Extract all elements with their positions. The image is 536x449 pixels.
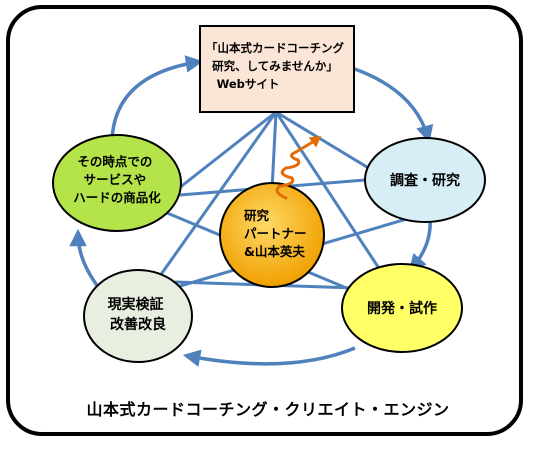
spoke-website-center [270,111,278,191]
center-line-3: &山本英夫 [244,244,305,259]
arrow-development-to-verification [182,346,356,367]
arrow-productization-to-website [110,55,204,141]
arrow-research-to-development [408,217,432,272]
verification-line-2: 改善改良 [110,316,166,333]
verification-line-1: 現実検証 [108,296,164,313]
research-ellipse [364,137,486,223]
research-label: 調査・研究 [390,172,460,189]
development-ellipse [341,263,463,353]
productization-line-2: サービスや [84,172,147,187]
arrow-verification-to-productization [69,228,104,294]
node-verification[interactable]: 現実検証 改善改良 [83,269,193,363]
svg-text:「山本式カードコーチング 研究、してみませんか」: 「山本式カードコーチング 研究、してみませんか」 Webサイト [206,41,348,91]
diagram-caption: 山本式カードコーチング・クリエイト・エンジン [86,400,450,419]
node-website[interactable]: 「山本式カードコーチング 研究、してみませんか」 Webサイト [199,25,355,113]
node-development[interactable]: 開発・試作 [341,263,463,353]
productization-line-1: その時点での [77,154,152,169]
productization-line-3: ハードの商品化 [73,190,161,205]
productization-ellipse [52,134,182,232]
website-line-3: Webサイト [217,77,280,91]
svg-text:現実検証 改善改良: 現実検証 改善改良 [108,296,169,333]
node-research[interactable]: 調査・研究 [364,137,486,223]
center-line-2: パートナー [244,226,307,241]
svg-text:その時点での サービスや ハードの商: その時点での サービスや ハードの商品化 [73,154,161,205]
node-productization[interactable]: その時点での サービスや ハードの商品化 [52,134,182,232]
svg-text:調査・研究: 調査・研究 [390,172,460,189]
verification-ellipse [83,269,193,363]
arrow-website-to-research [351,66,434,144]
node-center[interactable]: 研究 パートナー &山本英夫 [219,182,325,288]
website-line-2: 研究、してみませんか」 [212,59,338,73]
svg-text:開発・試作: 開発・試作 [367,300,437,317]
development-label: 開発・試作 [367,300,437,317]
website-line-1: 「山本式カードコーチング [206,41,344,55]
spoke-website-verification [148,111,278,291]
website-box [199,25,355,113]
spoke-website-development [274,111,392,286]
center-ellipse [219,182,325,288]
spiral-arrow-icon [275,136,322,200]
svg-text:研究 パートナー &山本英夫: 研究 パートナー &山本英夫 [244,208,311,259]
center-line-1: 研究 [244,208,270,223]
